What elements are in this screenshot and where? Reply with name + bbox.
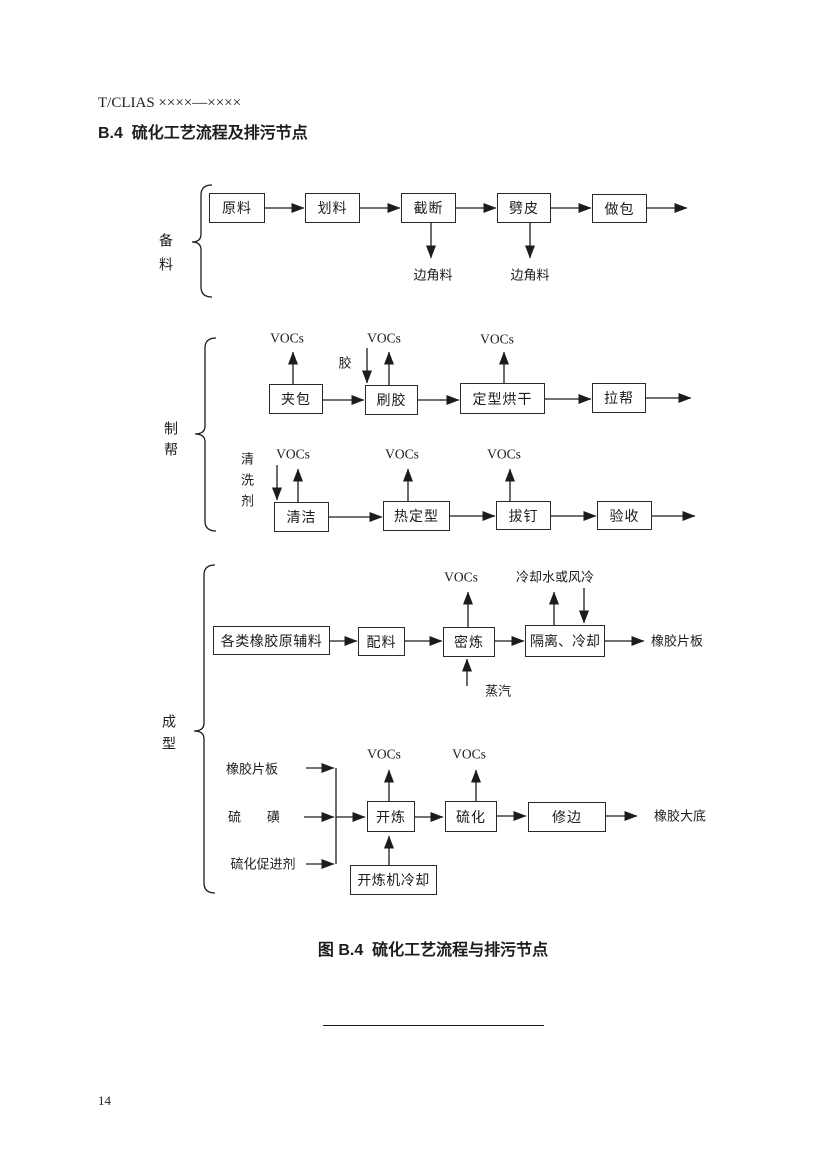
box-mill-cooling: 开炼机冷却 bbox=[350, 865, 437, 895]
label-rubber-sheet-output: 橡胶片板 bbox=[650, 633, 704, 649]
brace-preparation bbox=[191, 184, 213, 298]
box-trimming: 修边 bbox=[528, 802, 606, 832]
label-vocs-cleaning: VOCs bbox=[276, 446, 310, 462]
box-raw-material: 原料 bbox=[209, 193, 265, 223]
label-vocs-mixing: VOCs bbox=[444, 569, 478, 585]
box-vulcanization: 硫化 bbox=[445, 801, 497, 832]
label-vocs-drying: VOCs bbox=[480, 331, 514, 347]
box-splitting: 劈皮 bbox=[497, 193, 551, 223]
label-rubber-sheet-input: 橡胶片板 bbox=[225, 761, 279, 777]
box-gluing: 刷胶 bbox=[365, 385, 418, 415]
diagram-strokes bbox=[191, 184, 696, 894]
label-vocs-gluing: VOCs bbox=[367, 330, 401, 346]
footnote-rule bbox=[323, 1025, 544, 1026]
box-nail-pulling: 拔钉 bbox=[496, 501, 551, 530]
label-glue: 胶 bbox=[338, 355, 352, 371]
section-heading: B.4 硫化工艺流程及排污节点 bbox=[98, 125, 308, 142]
box-shaping-drying: 定型烘干 bbox=[460, 383, 545, 414]
label-rubber-outsole: 橡胶大底 bbox=[653, 808, 707, 824]
label-cooling-water-or-air: 冷却水或风冷 bbox=[515, 569, 595, 585]
box-inspection: 验收 bbox=[597, 501, 652, 530]
label-sulfur: 硫 磺 bbox=[227, 809, 281, 825]
box-marking: 划料 bbox=[305, 193, 360, 223]
label-vocs-heat-setting: VOCs bbox=[385, 446, 419, 462]
box-rubber-raw-aux-materials: 各类橡胶原辅料 bbox=[213, 626, 330, 655]
brace-forming bbox=[193, 564, 216, 894]
brace-upper-making bbox=[194, 337, 217, 532]
page-number: 14 bbox=[98, 1093, 111, 1108]
figure-caption: 图 B.4 硫化工艺流程与排污节点 bbox=[317, 942, 549, 959]
box-isolation-cooling: 隔离、冷却 bbox=[525, 625, 605, 657]
box-cleaning: 清洁 bbox=[274, 502, 329, 532]
box-making-bale: 做包 bbox=[592, 194, 647, 223]
label-scrap-cutoff: 边角料 bbox=[413, 267, 453, 283]
box-compounding: 配料 bbox=[358, 627, 405, 656]
group-label-forming: 成型 bbox=[161, 714, 177, 758]
box-lasting: 拉帮 bbox=[592, 383, 646, 413]
group-label-preparation: 备料 bbox=[158, 233, 174, 281]
label-scrap-splitting: 边角料 bbox=[510, 267, 550, 283]
doc-code: T/CLIAS ××××—×××× bbox=[98, 95, 242, 111]
label-vocs-milling: VOCs bbox=[367, 746, 401, 762]
label-vocs-clamping: VOCs bbox=[270, 330, 304, 346]
label-vocs-vulcanization: VOCs bbox=[452, 746, 486, 762]
box-internal-mixing: 密炼 bbox=[443, 627, 495, 657]
box-open-milling: 开炼 bbox=[367, 801, 415, 832]
label-steam: 蒸汽 bbox=[484, 683, 512, 699]
box-heat-setting: 热定型 bbox=[383, 501, 450, 531]
box-clamping: 夹包 bbox=[269, 384, 323, 414]
label-vulcanization-accelerator: 硫化促进剂 bbox=[230, 856, 296, 872]
group-label-upper-making: 制帮 bbox=[163, 421, 179, 463]
label-vocs-nail-pulling: VOCs bbox=[487, 446, 521, 462]
box-cut-off: 截断 bbox=[401, 193, 456, 223]
label-cleaning-agent: 清洗剂 bbox=[239, 452, 254, 515]
